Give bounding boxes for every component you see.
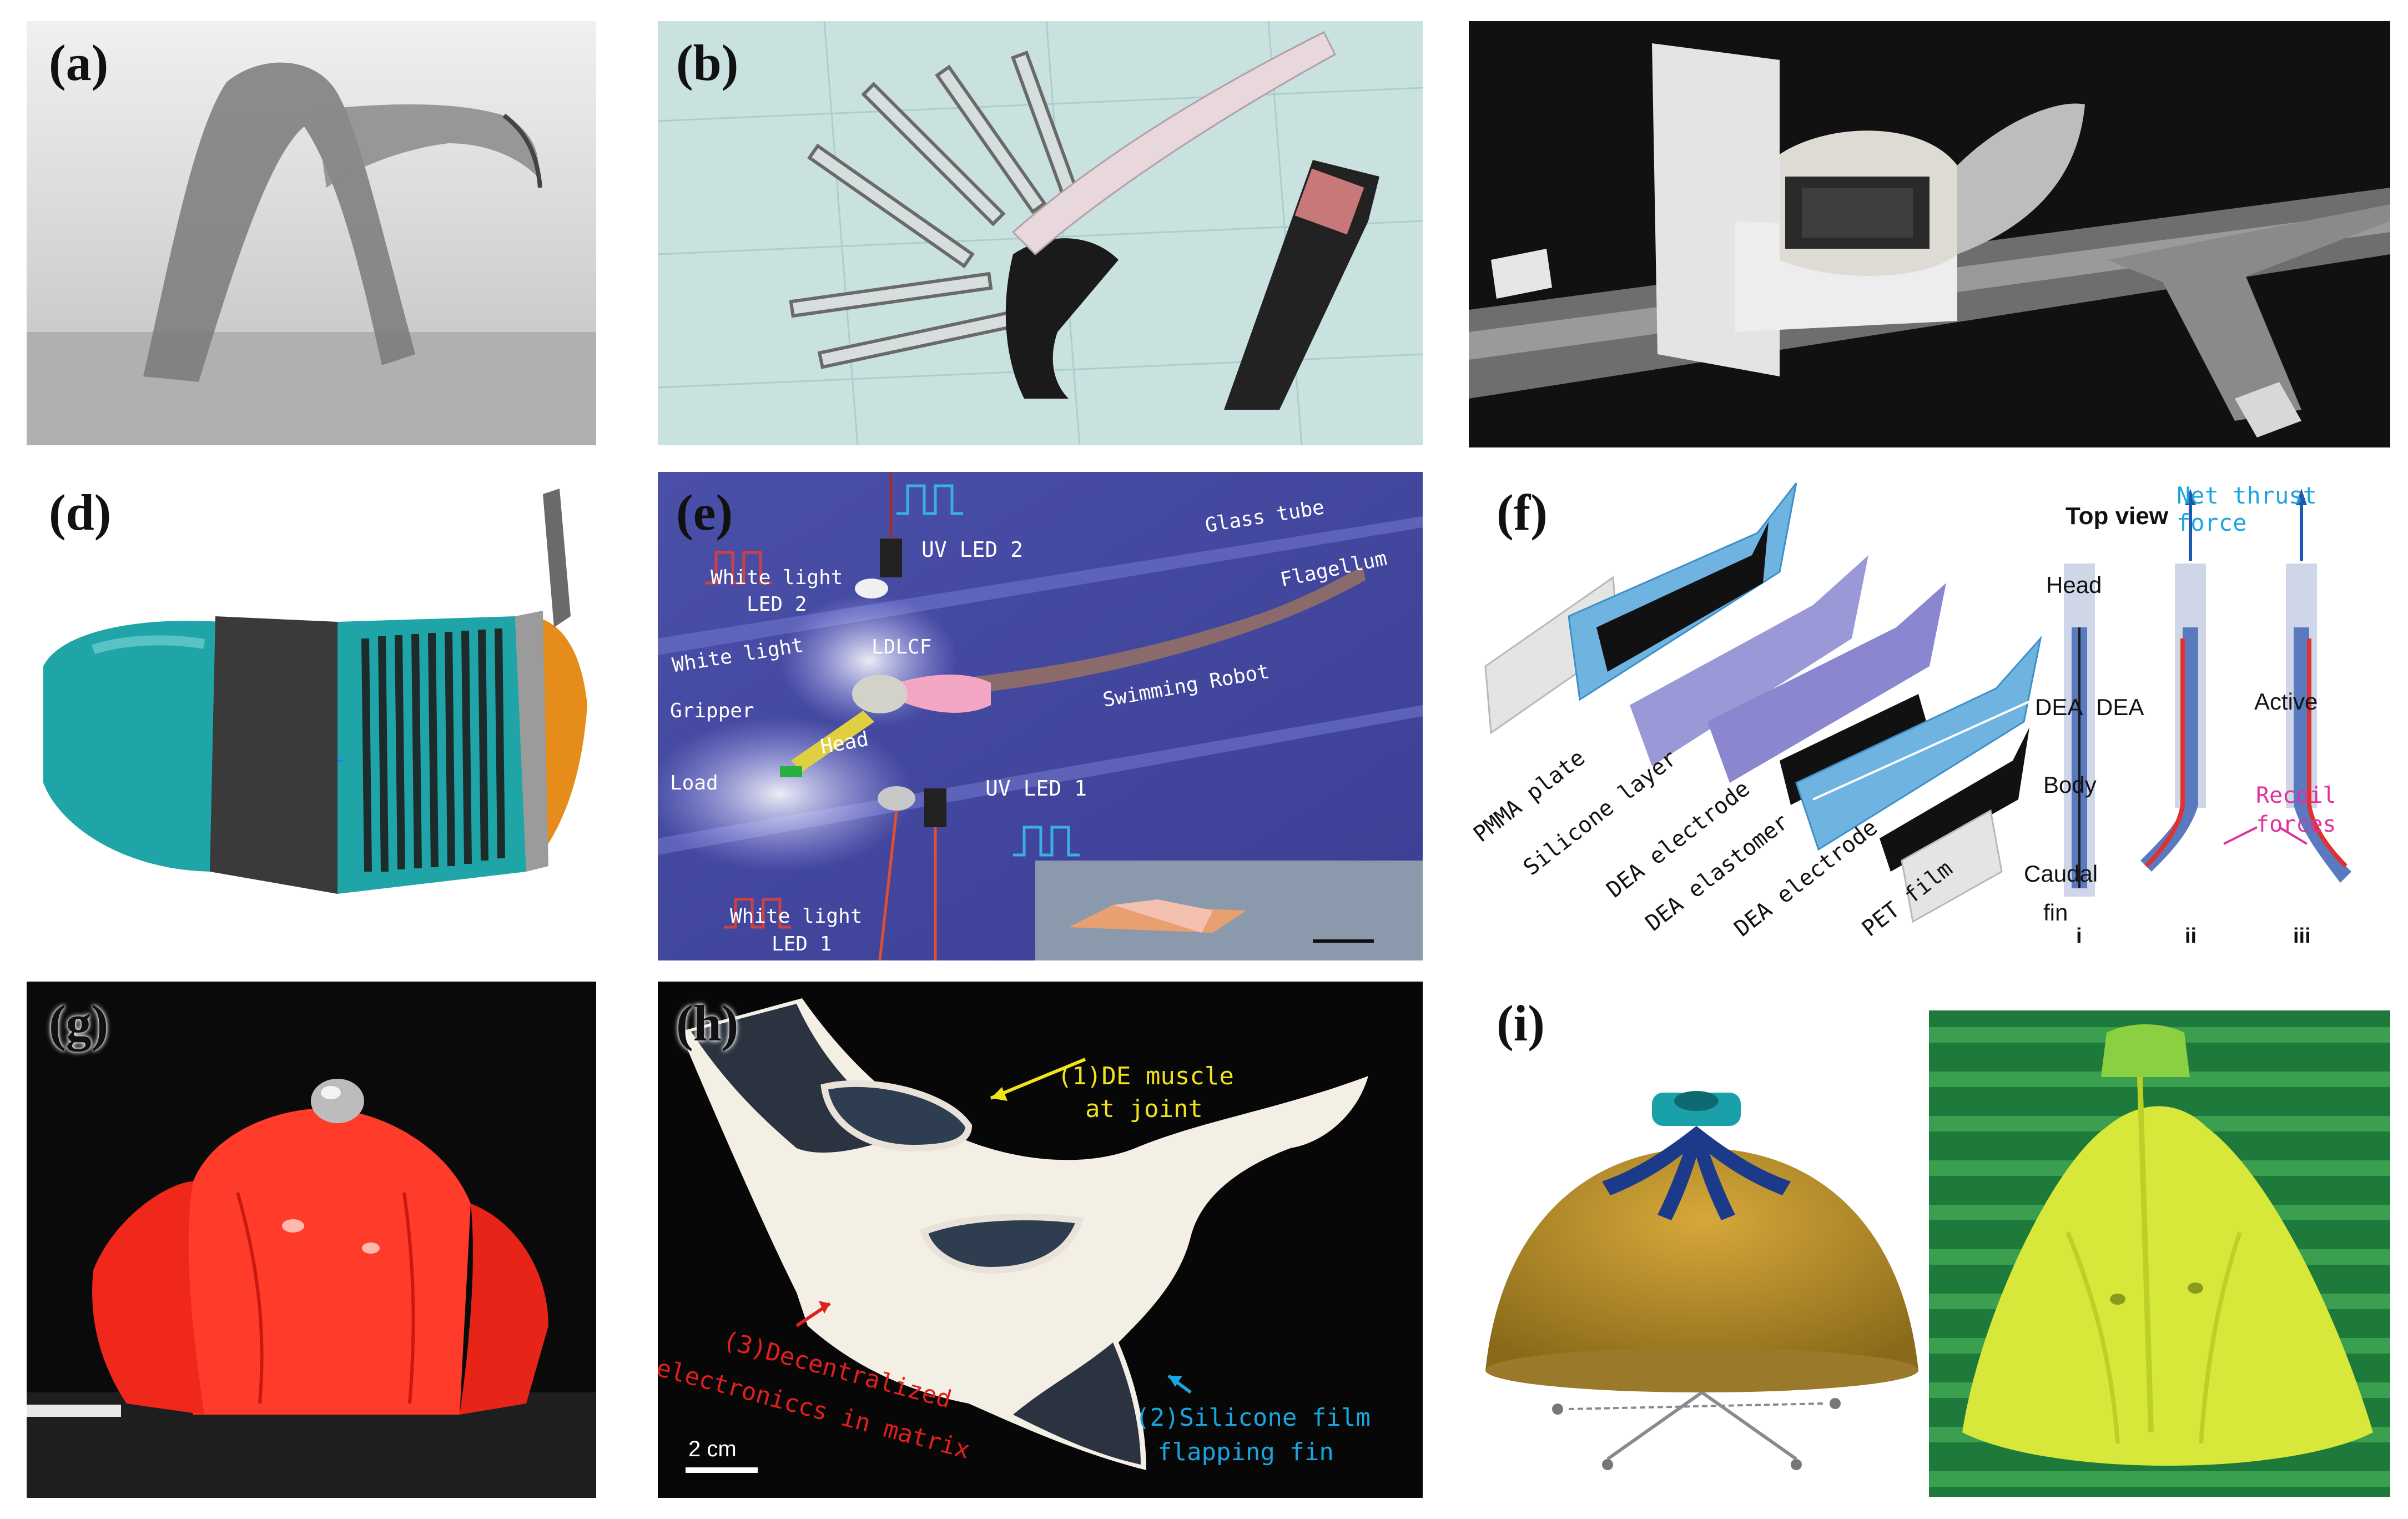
panel-d-render <box>27 472 596 916</box>
uv-led-2-label: UV LED 2 <box>921 537 1024 562</box>
silicone-line2: flapping fin <box>1157 1438 1334 1466</box>
white-light-led-1-line1: White light <box>730 905 863 928</box>
top-view-label: Top view <box>2066 502 2168 530</box>
de-muscle-line1: (1)DE muscle <box>1057 1062 1234 1090</box>
panel-g-label: (g) <box>49 995 109 1052</box>
net-thrust-force-label: Net thrust force <box>2177 482 2317 536</box>
de-muscle-line2: at joint <box>1085 1095 1203 1123</box>
panel-a-photo <box>27 21 596 445</box>
panel-d-label: (d) <box>49 484 112 541</box>
panel-h-photo: (1)DE muscle at joint (3)Decentralized e… <box>658 982 1423 1498</box>
f-fin-label: fin <box>2043 899 2068 926</box>
f-roman-i: i <box>2076 924 2082 948</box>
white-light-led-2-line1: White light <box>711 566 843 589</box>
panel-c-label: (c) <box>1497 36 1554 92</box>
f-body-label: Body <box>2043 772 2097 798</box>
gripper-label: Gripper <box>670 700 754 722</box>
f-active-label: Active <box>2254 688 2318 715</box>
panel-a-label: (a) <box>49 34 109 91</box>
panel-h-label: (h) <box>676 995 739 1052</box>
panel-e-illustration: UV LED 2 Glass tube Flagellum White ligh… <box>658 472 1423 960</box>
white-light-led-1-line2: LED 1 <box>772 933 832 955</box>
white-light-led-2-line2: LED 2 <box>747 593 807 616</box>
f-caudal-label: Caudal <box>2024 861 2098 887</box>
panel-i-render <box>1469 982 1924 1498</box>
panel-b-photo <box>658 21 1423 445</box>
f-forces-label: forces <box>2256 812 2336 837</box>
f-dea-left-label: DEA <box>2035 694 2083 720</box>
uv-led-1-label: UV LED 1 <box>985 776 1087 801</box>
panel-f-diagram: Top view Net thrust force Head DEA DEA A… <box>1469 472 2390 960</box>
f-dea-right-label: DEA <box>2096 694 2144 720</box>
panel-i-photo <box>1929 1010 2390 1497</box>
ldlcf-label: LDLCF <box>871 636 932 658</box>
panel-f-label: (f) <box>1497 484 1548 541</box>
panel-c-photo <box>1469 21 2390 447</box>
silicone-line1: (2)Silicone film <box>1135 1404 1371 1432</box>
f-recoil-label: Recoil <box>2256 783 2336 808</box>
f-roman-iii: iii <box>2293 924 2311 948</box>
f-roman-ii: ii <box>2185 924 2197 948</box>
panel-e-label: (e) <box>676 484 733 541</box>
scale-bar-label: 2 cm <box>688 1437 737 1461</box>
f-head-label: Head <box>2046 572 2102 598</box>
panel-i-label: (i) <box>1497 995 1545 1052</box>
panel-b-label: (b) <box>676 34 739 91</box>
panel-g-photo <box>27 982 596 1498</box>
load-label: Load <box>670 772 718 794</box>
